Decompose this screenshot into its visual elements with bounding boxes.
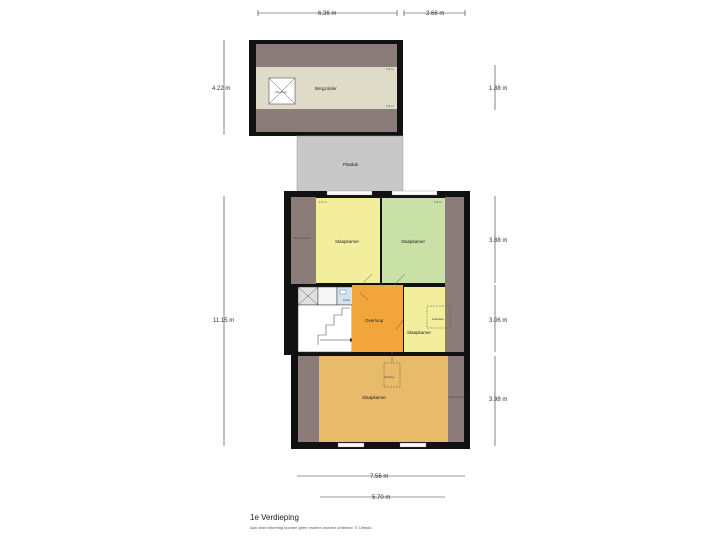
door-bedroom-3 <box>395 319 404 331</box>
disclaimer-note: Aan deze tekening kunnen geen rechten wo… <box>250 525 372 530</box>
dim-attic-right: 1.88 m <box>489 86 507 92</box>
toilet-bowl <box>339 289 347 295</box>
dim-bottom-inner: 5.70 m <box>372 495 390 501</box>
stair-area <box>297 304 353 353</box>
storage-cell-2 <box>317 286 338 306</box>
floor-title: 1e Verdieping <box>250 513 299 522</box>
bedroom-4 <box>319 356 448 442</box>
vliering-hatch <box>383 362 401 388</box>
height-room1: 1.5 m <box>319 200 327 204</box>
window-top-2 <box>391 190 438 196</box>
room-label-slaapkamer-1: Slaapkamer <box>335 239 360 244</box>
room-label-bergzolder: Bergzolder <box>315 86 337 91</box>
bedroom-3 <box>404 287 445 352</box>
bedroom-2 <box>382 198 445 283</box>
window-bottom-1 <box>337 442 365 448</box>
room-label-slaapkamer-2: Slaapkamer <box>401 239 426 244</box>
height-attic-top: 1.5 m <box>386 67 394 71</box>
room-label-vliering: Vliering <box>384 375 394 379</box>
door-bedroom-1 <box>361 273 373 285</box>
window-bottom-2 <box>399 442 427 448</box>
dim-attic-left: 4.22 m <box>212 86 230 92</box>
dim-right-top: 3.88 m <box>489 238 507 244</box>
room-label-vlizotrap: Vlizotrap <box>275 90 287 94</box>
dim-bottom-outer: 7.56 m <box>370 474 388 480</box>
dim-right-bottom: 3.98 m <box>489 397 507 403</box>
landing <box>352 285 403 352</box>
flat-roof <box>296 135 404 193</box>
room-label-platdak: Platdak <box>343 162 359 167</box>
dim-top-right: 2.66 m <box>426 11 444 17</box>
room-label-berg-ruimte-left: Berg-ruimte <box>294 236 310 240</box>
room-label-dakraam: Dakraam <box>432 317 445 321</box>
height-room2: 1.5 m <box>434 200 442 204</box>
roof-slope-right-upper <box>445 197 464 352</box>
dim-top-left: 6.36 m <box>318 11 336 17</box>
dim-right-mid: 3.06 m <box>489 318 507 324</box>
door-bedroom-2 <box>394 273 406 285</box>
dakraam <box>426 305 451 329</box>
dim-main-left: 11.15 m <box>213 318 234 324</box>
hatch-diagonal <box>268 77 296 105</box>
roof-slope-left-upper <box>291 197 316 284</box>
room-label-berg-ruimte-right: Berg-ruimte <box>449 395 465 399</box>
room-label-overloop: Overloop <box>365 318 384 323</box>
room-label-slaapkamer-4: Slaapkamer <box>362 395 387 400</box>
roof-slope-left-lower <box>298 356 319 442</box>
storage-diagonal <box>297 286 319 306</box>
room-label-toilet: Toilet <box>343 298 350 302</box>
window-top-1 <box>326 190 373 196</box>
room-label-slaapkamer-3: Slaapkamer <box>407 330 432 335</box>
door-toilet <box>359 292 369 301</box>
bedroom-1 <box>316 198 380 283</box>
staircase <box>317 307 350 345</box>
roof-slope-right-lower <box>448 356 464 442</box>
height-attic-bottom: 1.5 m <box>386 104 394 108</box>
